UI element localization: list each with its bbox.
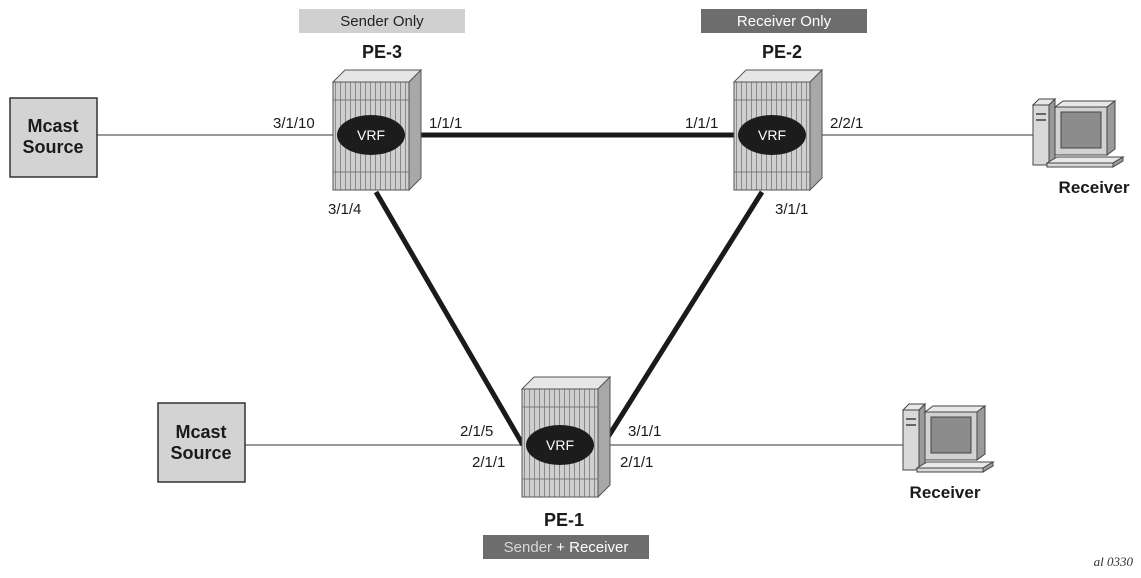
pe3-vrf-label: VRF <box>357 127 385 143</box>
pe2-vrf-label: VRF <box>758 127 786 143</box>
mcast-source-top-line1: Mcast <box>27 116 78 136</box>
pe1-role-text: Sender + Receiver <box>504 539 629 556</box>
port-pe3-pe1: 3/1/4 <box>328 201 361 218</box>
core-link-pe2-pe1 <box>600 190 765 447</box>
port-pe1-pe3: 2/1/5 <box>460 423 493 440</box>
pe1-router-icon: VRF <box>521 376 611 498</box>
mcast-source-bottom: Mcast Source <box>157 402 246 483</box>
pe1-vrf-label: VRF <box>546 437 574 453</box>
mcast-source-top: Mcast Source <box>9 97 98 178</box>
pe2-role-badge: Receiver Only <box>701 9 867 33</box>
receiver-bottom-label: Receiver <box>910 483 981 502</box>
port-pe3-source: 3/1/10 <box>273 115 315 132</box>
receiver-bottom-pc-icon <box>902 403 994 473</box>
pe3-name: PE-3 <box>362 42 402 62</box>
core-link-pe3-pe1 <box>373 190 526 447</box>
port-pe1-receiver: 2/1/1 <box>620 454 653 471</box>
port-pe2-pe1: 3/1/1 <box>775 201 808 218</box>
port-pe2-receiver: 2/2/1 <box>830 115 863 132</box>
pe2-name: PE-2 <box>762 42 802 62</box>
pe2-router-icon: VRF <box>733 69 823 191</box>
port-pe1-pe2: 3/1/1 <box>628 423 661 440</box>
pe3-role-text: Sender Only <box>340 13 424 30</box>
pe3-role-badge: Sender Only <box>299 9 465 33</box>
pe2-role-text: Receiver Only <box>737 13 832 30</box>
receiver-top-pc-icon <box>1032 98 1124 168</box>
pe1-name: PE-1 <box>544 510 584 530</box>
mcast-source-bottom-line1: Mcast <box>175 422 226 442</box>
receiver-top-label: Receiver <box>1059 178 1130 197</box>
port-pe3-pe2: 1/1/1 <box>429 115 462 132</box>
pe1-role-badge: Sender + Receiver <box>483 535 649 559</box>
figure-id: al 0330 <box>1094 554 1134 569</box>
port-pe2-pe3: 1/1/1 <box>685 115 718 132</box>
pe3-router-icon: VRF <box>332 69 422 191</box>
mcast-source-bottom-line2: Source <box>170 443 231 463</box>
mcast-source-top-line2: Source <box>22 137 83 157</box>
port-pe1-source: 2/1/1 <box>472 454 505 471</box>
